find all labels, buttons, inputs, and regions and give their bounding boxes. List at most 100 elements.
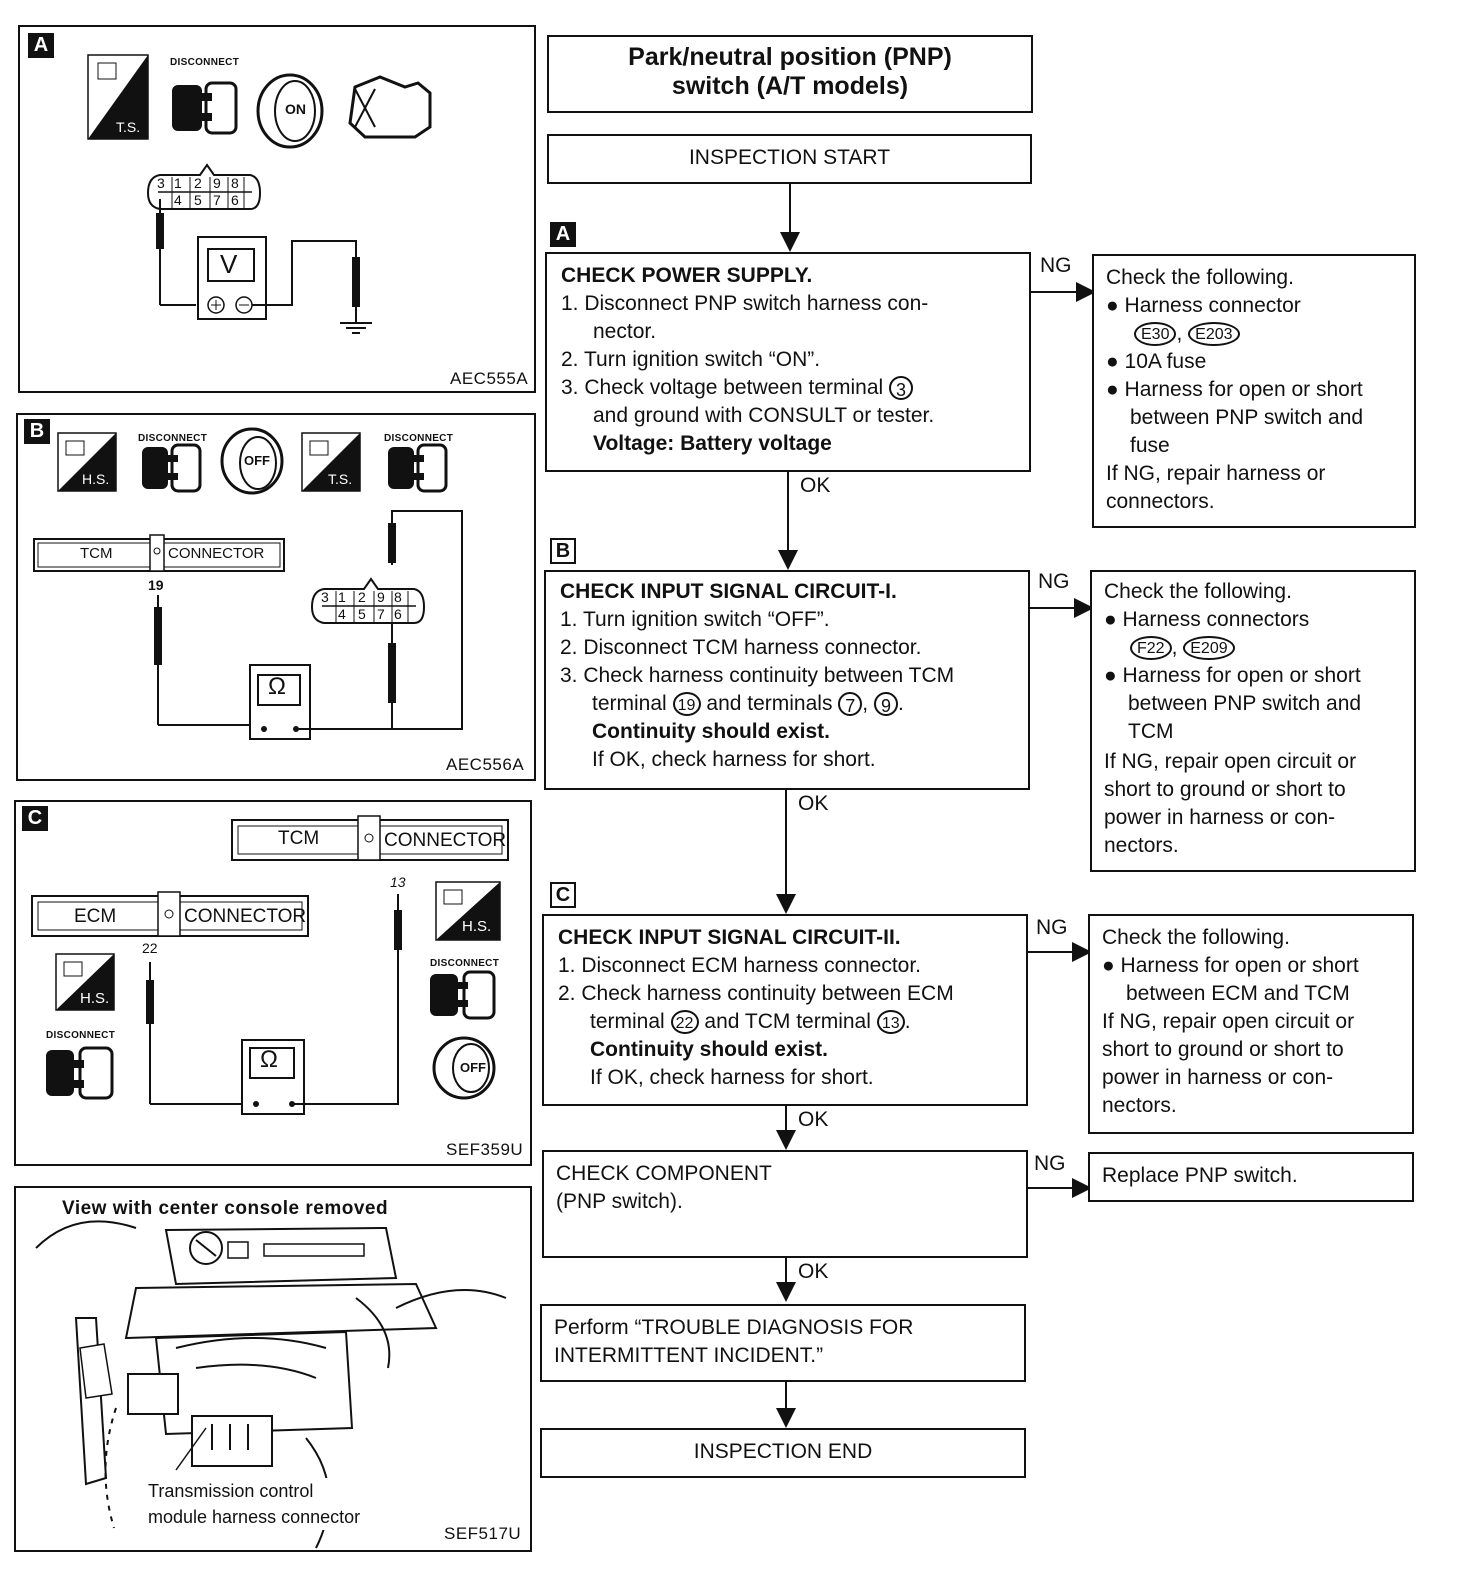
terminal-3: 3 — [889, 376, 914, 401]
disconnect-icon — [46, 1046, 114, 1100]
console-drawing — [35, 1220, 507, 1549]
terminal-7: 7 — [838, 692, 863, 717]
ts-label: T.S. — [116, 119, 141, 135]
pin: 1 — [338, 589, 346, 605]
step-a-line: 3. Check voltage between terminal 3 — [561, 374, 914, 402]
ng-text: between ECM and TCM — [1126, 982, 1350, 1005]
ok-label: OK — [800, 474, 831, 497]
connector-label: CONNECTOR — [384, 830, 507, 851]
step-c-heading: CHECK INPUT SIGNAL CIRCUIT-II. — [558, 926, 901, 949]
step-b-text: and terminals — [706, 692, 833, 715]
ng-bullet: ● 10A fuse — [1106, 350, 1207, 373]
tcm-label: TCM — [278, 828, 320, 849]
ng-text: fuse — [1130, 434, 1170, 457]
ng-title: Check the following. — [1102, 926, 1290, 949]
figure-code: AEC556A — [446, 755, 525, 774]
step-b-box: CHECK INPUT SIGNAL CIRCUIT-I. 1. Turn ig… — [544, 570, 1030, 790]
step-c-spec: Continuity should exist. — [590, 1038, 829, 1061]
figure-code: AEC555A — [450, 369, 529, 388]
pin: 6 — [231, 192, 239, 208]
pin: 3 — [321, 589, 329, 605]
ng-text: 10A fuse — [1124, 350, 1207, 373]
step-tag-b: B — [550, 538, 576, 564]
step-c-line: 2. Check harness continuity between ECM — [558, 982, 954, 1005]
pin: 9 — [213, 175, 221, 191]
ng-text: Harness for open or short — [1124, 378, 1363, 401]
figure-tag-a: A — [28, 33, 54, 58]
hs-label: H.S. — [82, 471, 110, 487]
pin: 6 — [394, 606, 402, 622]
page-title: Park/neutral position (PNP) — [628, 43, 952, 71]
step-b-line: 1. Turn ignition switch “OFF”. — [560, 608, 830, 631]
connector-f22: F22 — [1130, 636, 1172, 661]
ng-title: Check the following. — [1106, 266, 1294, 289]
ng-text: short to ground or short to — [1102, 1038, 1344, 1061]
step-a-spec: Voltage: Battery voltage — [593, 432, 832, 455]
disconnect-label: DISCONNECT — [138, 433, 208, 444]
ng-text: Harness connector — [1124, 294, 1301, 317]
step-b-spec: Continuity should exist. — [592, 720, 831, 743]
ng-text: Harness for open or short — [1122, 664, 1361, 687]
pin: 2 — [358, 589, 366, 605]
ok-label: OK — [798, 1108, 829, 1131]
ng-text: nectors. — [1104, 834, 1179, 857]
step-a-heading: CHECK POWER SUPPLY. — [561, 264, 813, 287]
ignition-on-icon — [256, 73, 324, 149]
perform-line: INTERMITTENT INCIDENT.” — [554, 1344, 824, 1367]
ng-label: NG — [1034, 1152, 1066, 1175]
terminal-9: 9 — [873, 692, 898, 717]
perform-box: Perform “TROUBLE DIAGNOSIS FOR INTERMITT… — [540, 1304, 1026, 1382]
pin-19-label: 19 — [148, 577, 164, 593]
ok-label: OK — [798, 1260, 829, 1283]
ng-bullet: ● Harness for open or short — [1104, 664, 1361, 687]
figure-panel-c: C — [14, 800, 532, 1166]
ng-bullet: ● Harness for open or short — [1102, 954, 1359, 977]
component-ng-box: Replace PNP switch. — [1088, 1152, 1414, 1202]
off-label: OFF — [244, 453, 270, 468]
step-c-line: If OK, check harness for short. — [590, 1066, 874, 1089]
ts-icon — [301, 432, 361, 492]
pnp-connector — [146, 163, 262, 210]
terminal-22: 22 — [670, 1010, 699, 1035]
ignition-off-icon — [432, 1036, 496, 1100]
figure-tag-b: B — [24, 419, 50, 444]
pin: 8 — [231, 175, 239, 191]
step-a-text: 3. Check voltage between terminal — [561, 376, 884, 399]
ng-text: between PNP switch and — [1128, 692, 1362, 715]
inspection-end-label: INSPECTION END — [693, 1440, 873, 1463]
ng-text: power in harness or con- — [1102, 1066, 1334, 1089]
disconnect-label: DISCONNECT — [384, 433, 454, 444]
step-b-line: terminal 19 and terminals 7, 9. — [592, 692, 904, 717]
component-line: CHECK COMPONENT — [556, 1162, 772, 1185]
step-a-box: CHECK POWER SUPPLY. 1. Disconnect PNP sw… — [545, 252, 1031, 472]
hs-icon — [435, 881, 501, 941]
tcm-label: TCM — [80, 545, 113, 562]
connector-note: Transmission control module harness conn… — [148, 1478, 361, 1530]
step-a-line: and ground with CONSULT or tester. — [593, 404, 935, 427]
inspection-start-box: INSPECTION START — [547, 134, 1032, 184]
step-tag-c: C — [550, 882, 576, 908]
inspection-start-label: INSPECTION START — [688, 146, 891, 169]
ng-connectors: E30, E203 — [1134, 320, 1240, 348]
ng-text: If NG, repair harness or — [1106, 462, 1326, 485]
ng-text: Harness connectors — [1122, 608, 1310, 631]
ignition-off-icon — [220, 427, 284, 495]
connector-e209: E209 — [1183, 636, 1235, 661]
ng-bullet: ● Harness for open or short — [1106, 378, 1363, 401]
figure-panel-b: B — [16, 413, 536, 781]
pin: 4 — [174, 192, 182, 208]
ok-label: OK — [798, 792, 829, 815]
step-a-ng-box: Check the following. ● Harness connector… — [1092, 254, 1416, 528]
disconnect-icon — [430, 970, 496, 1020]
figure-c-drawing — [31, 815, 509, 1115]
page-title-box: Park/neutral position (PNP) switch (A/T … — [547, 35, 1033, 113]
disconnect-label: DISCONNECT — [46, 1030, 116, 1041]
pin: 7 — [377, 606, 385, 622]
step-c-ng-box: Check the following. ● Harness for open … — [1088, 914, 1414, 1134]
step-b-line: 3. Check harness continuity between TCM — [560, 664, 955, 687]
terminal-19: 19 — [672, 692, 701, 717]
step-c-text: terminal — [590, 1010, 665, 1033]
connector-label: CONNECTOR — [184, 906, 307, 927]
disconnect-label: DISCONNECT — [430, 958, 500, 969]
step-tag-a: A — [550, 222, 576, 247]
